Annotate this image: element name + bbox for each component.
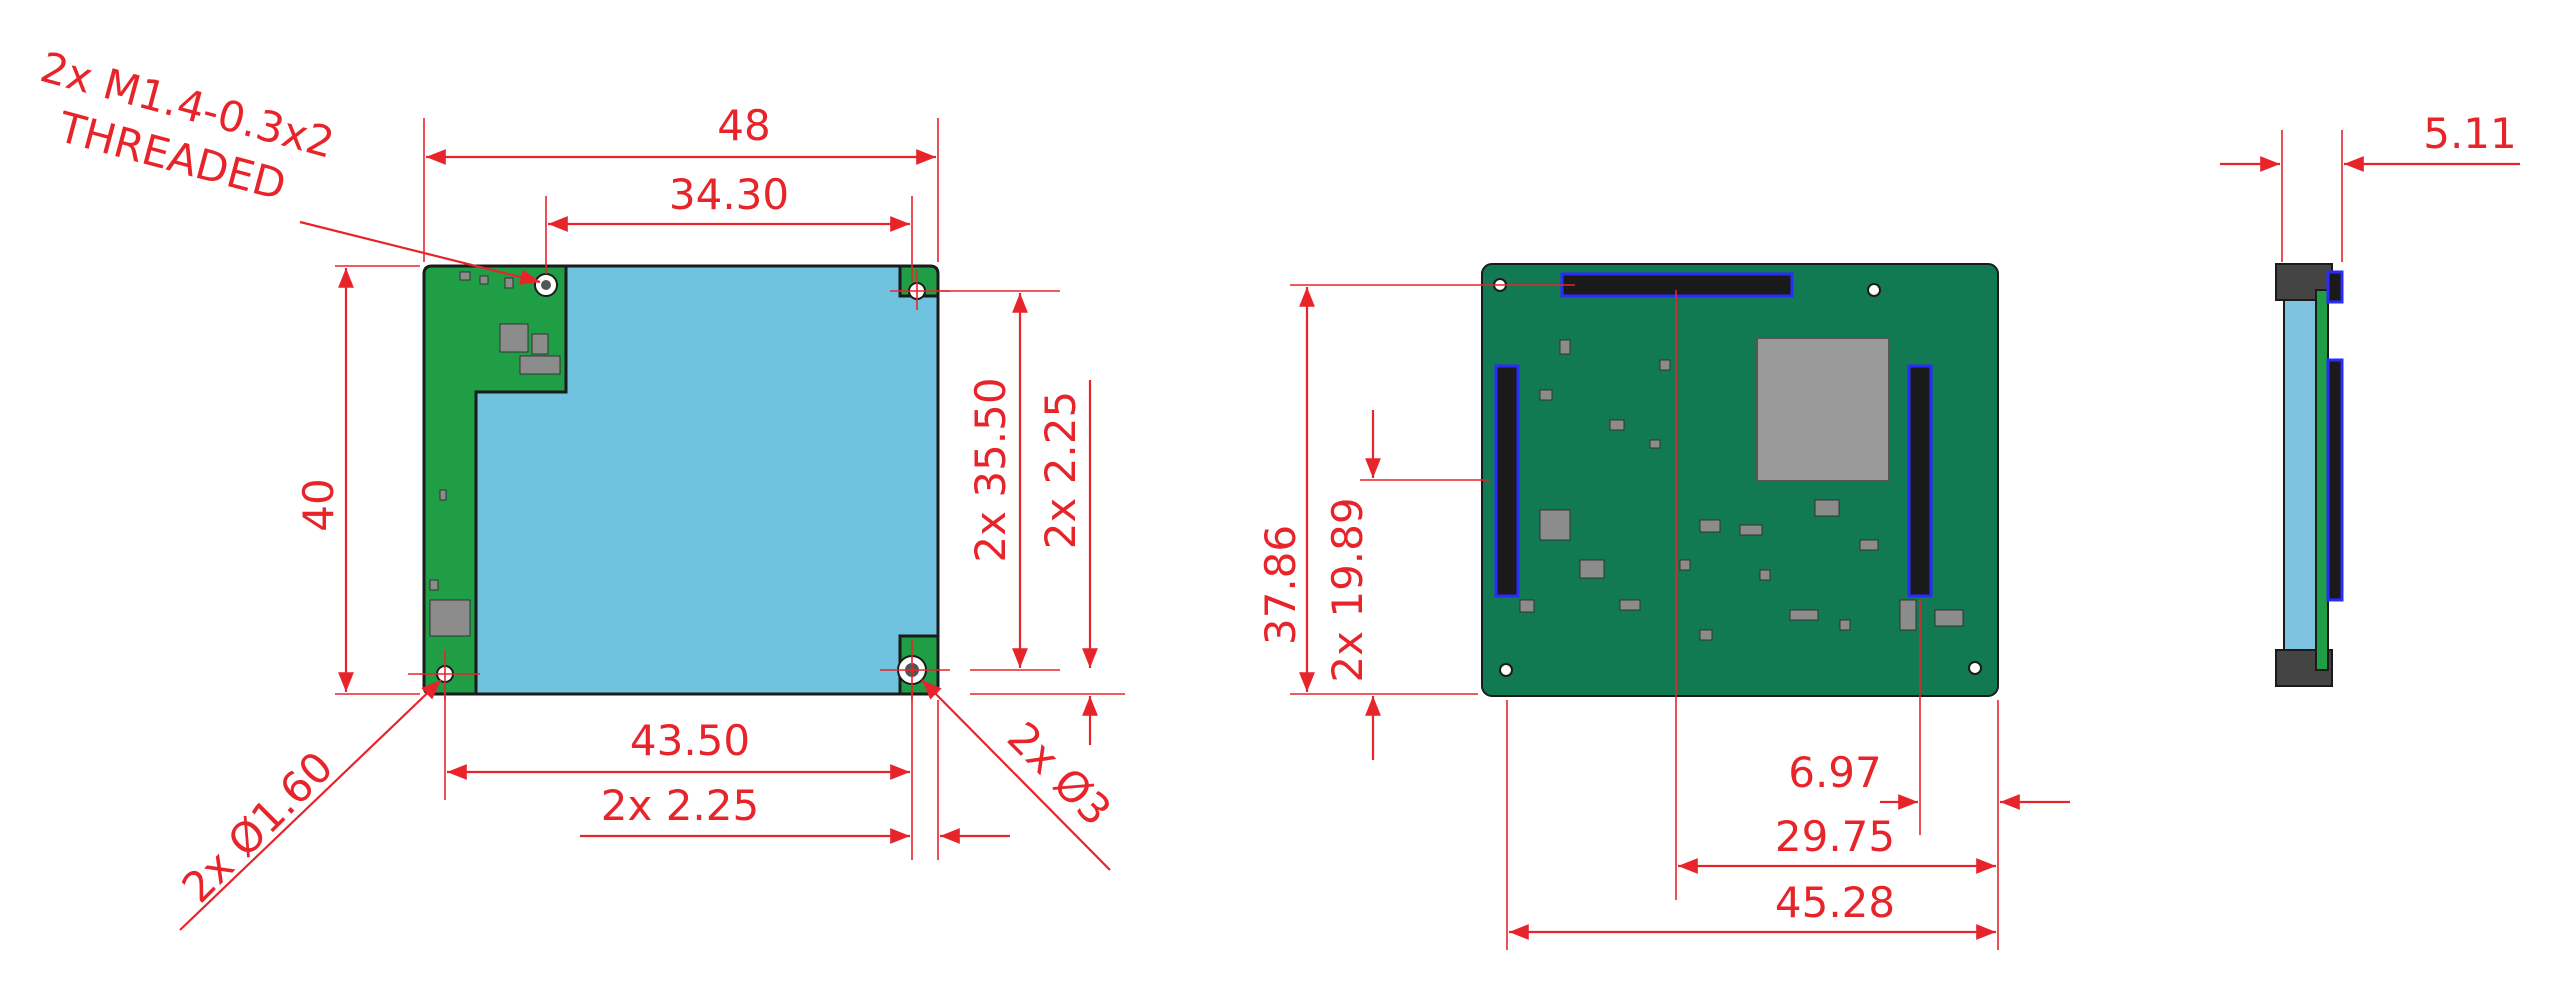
side-view: 5.11 xyxy=(2220,109,2520,687)
dim-height-40: 40 xyxy=(294,478,343,531)
dim-width-48: 48 xyxy=(717,101,770,150)
bottom-view-hole-tr xyxy=(1867,283,1881,297)
bottom-view-hole-bl xyxy=(1499,663,1513,677)
bottom-view-components xyxy=(1519,339,1964,641)
bottom-view-right-connector xyxy=(1907,364,1933,598)
bottom-view-left-connector xyxy=(1494,364,1520,598)
dim-small-hole-dia: 2x Ø1.60 xyxy=(172,742,342,912)
top-view: 48 34.30 2x M1.4-0.3x2 THREADED 40 2x 35… xyxy=(35,42,1125,931)
dim-hole-x-spacing: 43.50 xyxy=(630,716,750,765)
dim-hole-spacing-top: 34.30 xyxy=(669,170,789,219)
dim-hole-x-offset: 2x 2.25 xyxy=(601,781,759,830)
dim-connector-span: 37.86 xyxy=(1256,525,1305,645)
bottom-view-hole-br xyxy=(1968,661,1982,675)
top-view-module xyxy=(474,264,940,696)
bottom-view-top-connector xyxy=(1560,272,1794,298)
top-view-components xyxy=(429,271,561,637)
bottom-view: 37.86 2x 19.89 6.97 29.75 45.28 xyxy=(1256,263,2070,950)
dim-center-line: 29.75 xyxy=(1775,812,1895,861)
side-view-pcb xyxy=(2315,289,2329,671)
dim-right-connector: 6.97 xyxy=(1788,748,1882,797)
side-view-bottom-connector-body xyxy=(2326,358,2344,602)
dim-left-connector: 45.28 xyxy=(1775,878,1895,927)
dim-thickness: 5.11 xyxy=(2423,109,2517,158)
dim-connector-offset: 2x 19.89 xyxy=(1323,497,1372,682)
side-view-module xyxy=(2283,299,2317,651)
dim-hole-y-offset: 2x 2.25 xyxy=(1036,391,1085,549)
bottom-view-soc-chip xyxy=(1756,337,1890,482)
dim-hole-y-spacing: 2x 35.50 xyxy=(966,377,1015,562)
